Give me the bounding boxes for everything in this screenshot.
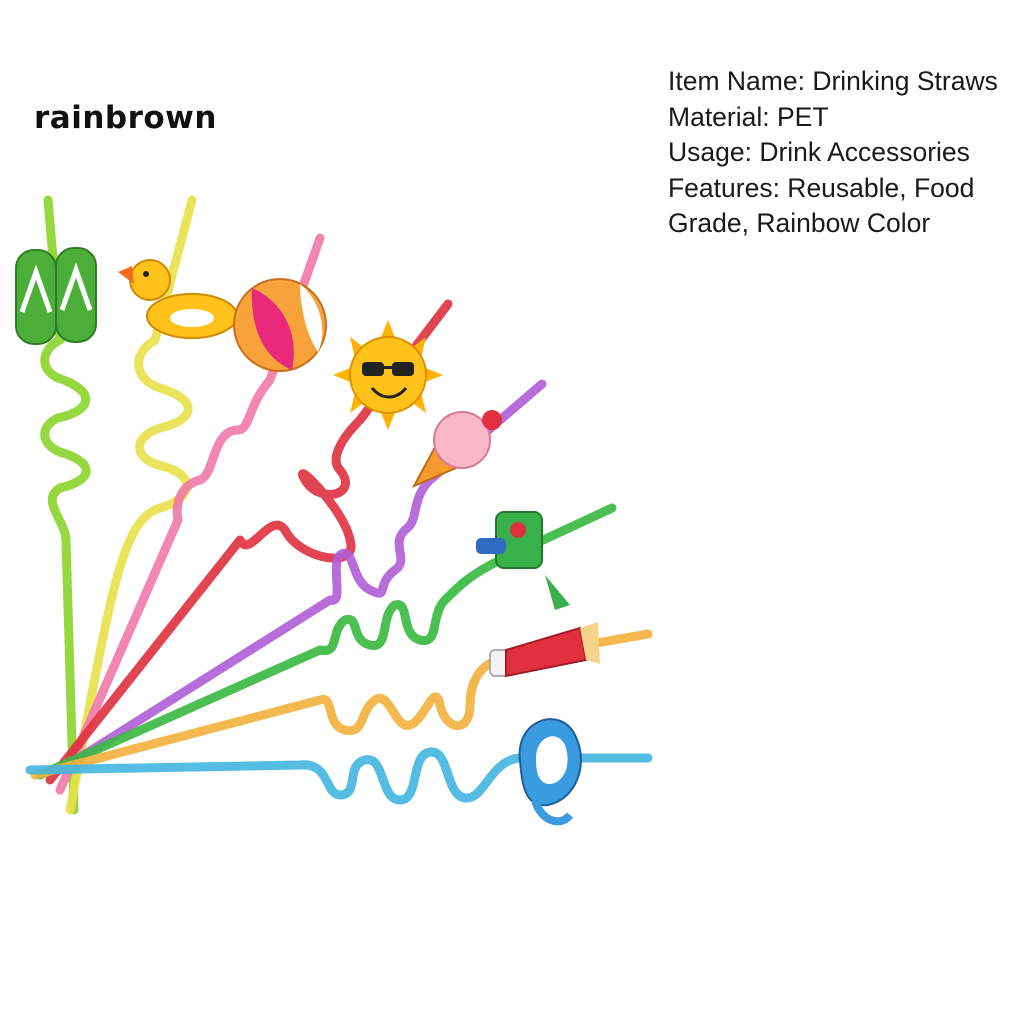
sun-sunglasses-icon xyxy=(333,320,443,430)
product-specs: Item Name: Drinking Straws Material: PET… xyxy=(668,64,1020,242)
swim-goggles-icon xyxy=(518,718,582,826)
popsicle-icon xyxy=(489,622,600,678)
beach-ball-icon xyxy=(233,278,327,372)
straw-purple xyxy=(55,379,547,775)
spec-item-name: Item Name: Drinking Straws xyxy=(668,66,998,96)
product-photo xyxy=(15,195,653,826)
straw-yellow xyxy=(65,195,197,815)
flip-flops-icon xyxy=(15,247,97,345)
spec-usage: Usage: Drink Accessories xyxy=(668,137,970,167)
straw-pink xyxy=(55,233,325,795)
straw-green xyxy=(40,195,91,815)
straw-green-dark xyxy=(35,503,617,780)
straw-orange xyxy=(30,629,653,780)
straw-blue xyxy=(25,747,653,805)
spec-material: Material: PET xyxy=(668,101,829,132)
ice-cream-cone-icon xyxy=(411,410,502,489)
brand-logo: rainbrown xyxy=(34,100,217,136)
water-gun-icon xyxy=(476,511,570,610)
straw-red xyxy=(45,299,453,785)
spec-features: Features: Reusable, Food Grade, Rainbow … xyxy=(668,172,975,239)
